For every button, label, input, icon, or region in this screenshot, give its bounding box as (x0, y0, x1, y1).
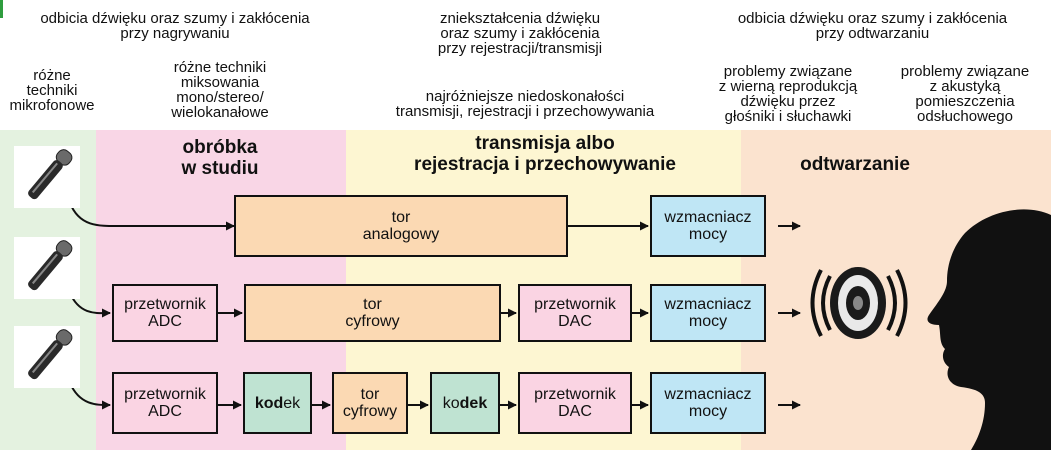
amplifier-label: wzmacniacz mocy (664, 296, 752, 330)
speaker-problems-note: problemy związane z wierną reprodukcją d… (718, 63, 858, 125)
analog-path-label: tor analogowy (362, 209, 440, 243)
decoder-bold-part: dek (459, 394, 488, 412)
transmission-section-title: transmisja albo rejestracja i przechowyw… (414, 133, 676, 175)
mic3-cable (69, 382, 111, 410)
microphone-icon (14, 146, 80, 208)
amplifier-label: wzmacniacz mocy (664, 386, 752, 420)
accent-bar (0, 0, 3, 18)
adc-converter-box-1: przetwornik ADC (112, 284, 218, 342)
dac-label: przetwornik DAC (534, 386, 616, 420)
mixing-techniques-note: różne techniki miksowania mono/stereo/ w… (171, 59, 269, 121)
recording-noise-note: odbicia dźwięku oraz szumy i zakłócenia … (40, 10, 310, 42)
decoder-box: kodek (430, 372, 500, 434)
studio-section-title: obróbka w studiu (181, 137, 259, 179)
amplifier-box-2: wzmacniacz mocy (650, 284, 766, 342)
amplifier-label: wzmacniacz mocy (664, 209, 752, 243)
transmission-distortion-note: zniekształcenia dźwięku oraz szumy i zak… (437, 10, 603, 57)
adc-converter-box-2: przetwornik ADC (112, 372, 218, 434)
dac-converter-box-1: przetwornik DAC (518, 284, 632, 342)
codec-box: kodek (243, 372, 312, 434)
codec-rest-part: ek (283, 394, 301, 412)
microphone-icon (14, 237, 80, 299)
human-head-silhouette-icon (927, 209, 1051, 450)
room-problems-note: problemy związane z akustyką pomieszczen… (900, 63, 1030, 125)
decoder-prefix-part: ko (442, 394, 460, 412)
imperfections-note: najróżniejsze niedoskonałości transmisji… (395, 88, 655, 120)
playback-noise-note: odbicia dźwięku oraz szumy i zakłócenia … (737, 10, 1008, 42)
digital-path-short-box: tor cyfrowy (332, 372, 408, 434)
loudspeaker-icon (810, 267, 908, 339)
dac-converter-box-2: przetwornik DAC (518, 372, 632, 434)
codec-bold-part: kod (254, 394, 284, 412)
digital-path-label: tor cyfrowy (345, 296, 400, 330)
dac-label: przetwornik DAC (534, 296, 616, 330)
analog-path-box: tor analogowy (234, 195, 568, 257)
mic1-cable (69, 202, 235, 231)
microphone-icon (14, 326, 80, 388)
amplifier-box-3: wzmacniacz mocy (650, 372, 766, 434)
playback-section-title: odtwarzanie (800, 154, 910, 175)
mic-techniques-note: różne techniki mikrofonowe (9, 67, 95, 114)
digital-path-short-label: tor cyfrowy (342, 386, 398, 420)
digital-path-box: tor cyfrowy (244, 284, 501, 342)
adc-label: przetwornik ADC (124, 386, 206, 420)
adc-label: przetwornik ADC (124, 296, 206, 330)
amplifier-box-1: wzmacniacz mocy (650, 195, 766, 257)
